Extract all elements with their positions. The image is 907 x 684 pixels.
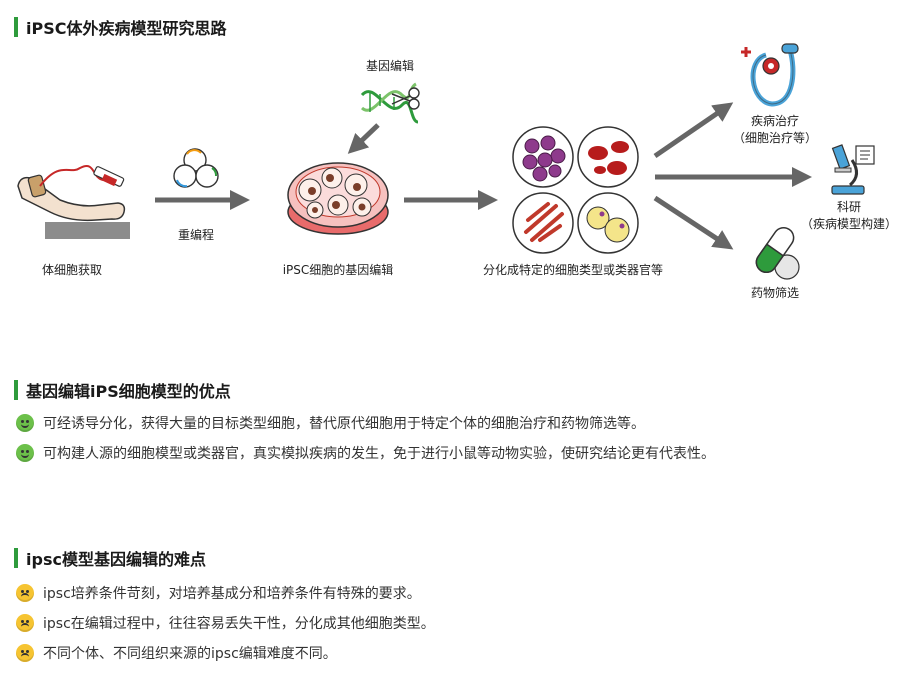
- difficulty-item: ipsc在编辑过程中，往往容易丢失干性，分化成其他细胞类型。: [16, 613, 435, 633]
- title-accent-bar: [14, 548, 18, 568]
- label-drug-screening: 药物筛选: [750, 286, 800, 300]
- advantage-item: 可构建人源的细胞模型或类器官，真实模拟疾病的发生，免于进行小鼠等动物实验，使研究…: [16, 443, 715, 463]
- advantage-text: 可构建人源的细胞模型或类器官，真实模拟疾病的发生，免于进行小鼠等动物实验，使研究…: [43, 446, 715, 462]
- label-disease-therapy-line1: 疾病治疗: [750, 114, 800, 128]
- label-differentiation: 分化成特定的细胞类型或类器官等: [482, 263, 664, 277]
- label-research-line2: （疾病模型构建）: [800, 217, 898, 231]
- flow-arrows: [155, 102, 812, 250]
- differentiated-cells-icon: [512, 126, 639, 254]
- title-accent-bar: [14, 17, 18, 37]
- difficulty-text: ipsc培养条件苛刻，对培养基成分和培养条件有特殊的要求。: [43, 586, 421, 602]
- label-research: 科研 （疾病模型构建）: [801, 199, 897, 233]
- microscope-icon: [831, 144, 875, 195]
- happy-face-icon: [16, 414, 34, 432]
- dna-scissors-icon: [360, 82, 420, 124]
- ipsc-petri-dish-icon: [287, 162, 389, 235]
- title-accent-bar: [14, 380, 18, 400]
- difficulties-section-title: ipsc模型基因编辑的难点: [14, 547, 206, 569]
- difficulties-title: ipsc模型基因编辑的难点: [26, 550, 206, 569]
- label-disease-therapy: 疾病治疗 （细胞治疗等）: [733, 113, 817, 147]
- advantages-title: 基因编辑iPS细胞模型的优点: [26, 382, 231, 401]
- label-ipsc-gene-editing: iPSC细胞的基因编辑: [282, 263, 394, 277]
- arrow-drug: [653, 195, 734, 250]
- workflow-diagram: [17, 43, 875, 280]
- label-somatic-cell: 体细胞获取: [41, 263, 103, 277]
- arm-blood-draw-icon: [17, 165, 130, 239]
- difficulty-text: ipsc在编辑过程中，往往容易丢失干性，分化成其他细胞类型。: [43, 616, 435, 632]
- capsule-pill-icon: [755, 226, 800, 280]
- difficulty-item: ipsc培养条件苛刻，对培养基成分和培养条件有特殊的要求。: [16, 583, 421, 603]
- diagram-section-title: iPSC体外疾病模型研究思路: [14, 16, 226, 38]
- advantage-text: 可经诱导分化，获得大量的目标类型细胞，替代原代细胞用于特定个体的细胞治疗和药物筛…: [43, 416, 645, 432]
- label-disease-therapy-line2: （细胞治疗等）: [732, 131, 818, 145]
- label-reprogramming: 重编程: [177, 228, 215, 242]
- advantage-item: 可经诱导分化，获得大量的目标类型细胞，替代原代细胞用于特定个体的细胞治疗和药物筛…: [16, 413, 645, 433]
- happy-face-icon: [16, 444, 34, 462]
- arrow-therapy: [653, 102, 734, 159]
- difficulty-item: 不同个体、不同组织来源的ipsc编辑难度不同。: [16, 643, 337, 663]
- label-gene-editing: 基因编辑: [365, 59, 415, 73]
- diagram-title: iPSC体外疾病模型研究思路: [26, 19, 227, 38]
- difficulty-text: 不同个体、不同组织来源的ipsc编辑难度不同。: [43, 646, 337, 662]
- reprogramming-cells-icon: [173, 148, 219, 188]
- worried-face-icon: [16, 584, 34, 602]
- arrow-gene-edit: [347, 123, 380, 154]
- label-research-line1: 科研: [836, 200, 862, 214]
- advantages-section-title: 基因编辑iPS细胞模型的优点: [14, 379, 231, 401]
- worried-face-icon: [16, 614, 34, 632]
- stethoscope-icon: [741, 43, 799, 107]
- worried-face-icon: [16, 644, 34, 662]
